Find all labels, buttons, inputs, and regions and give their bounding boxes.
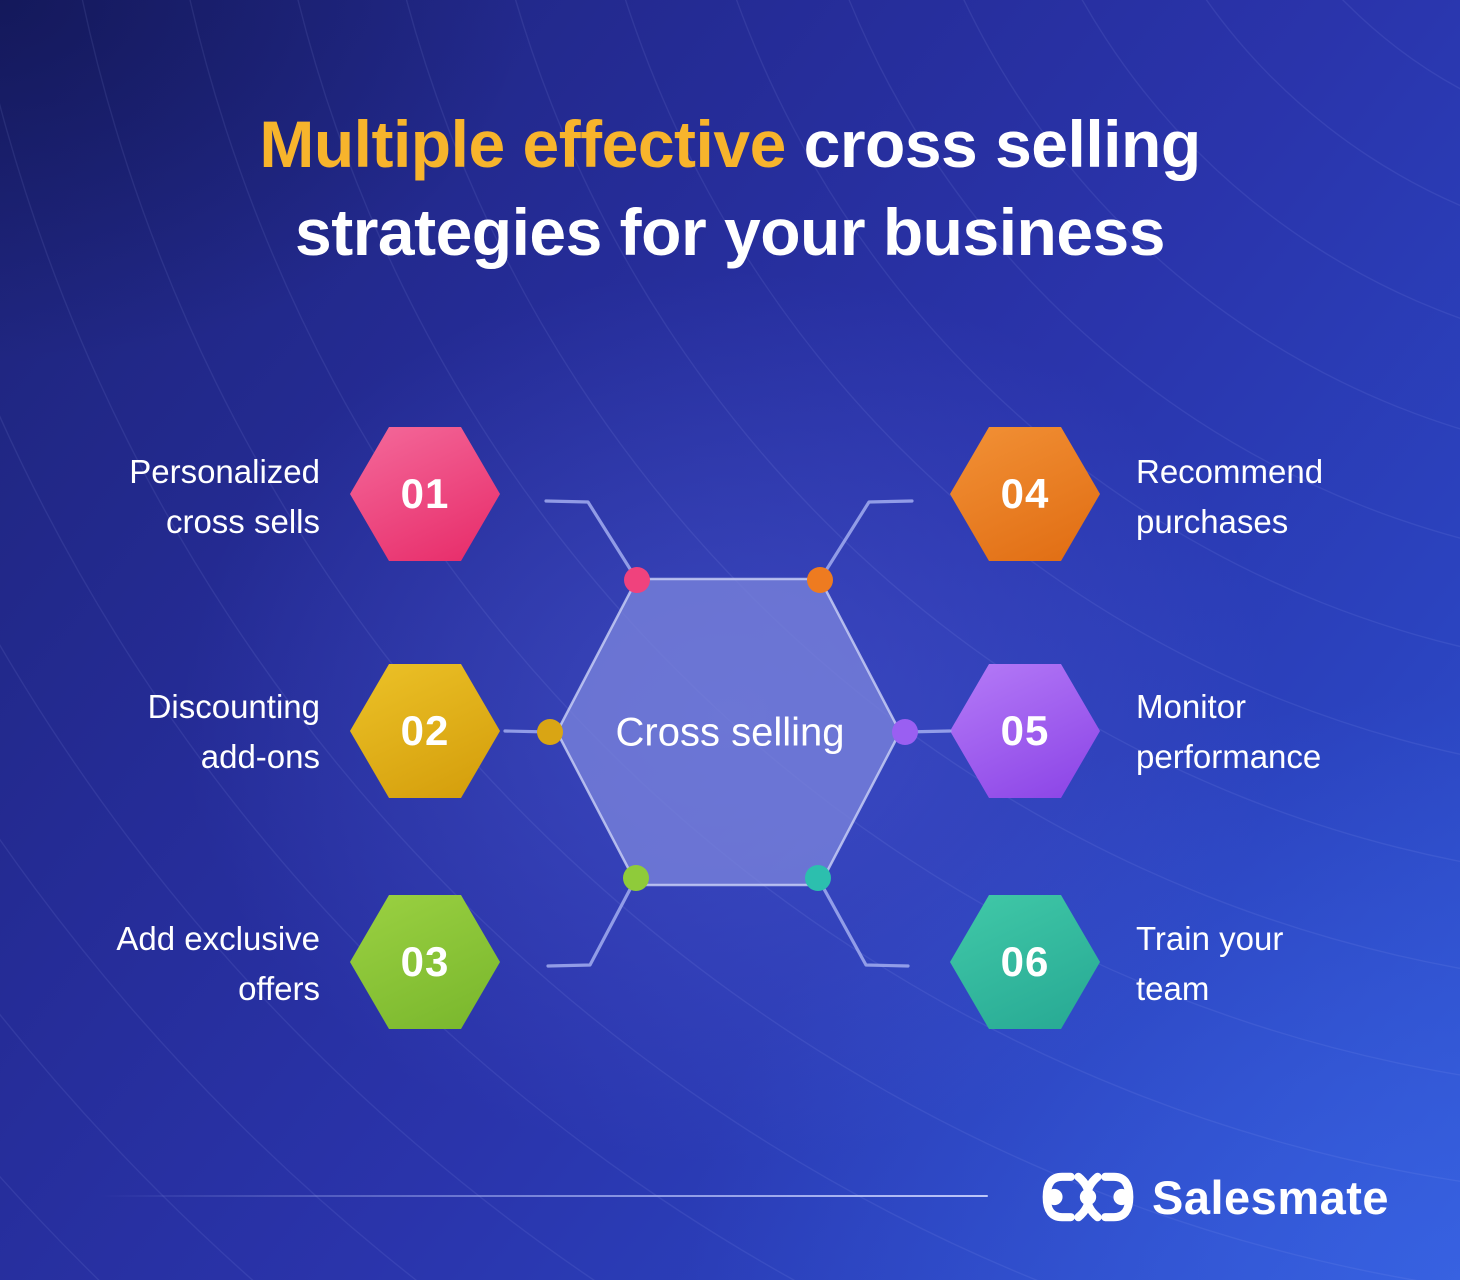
title-line-1: Multiple effective cross selling — [0, 100, 1460, 188]
vertex-dot-green — [623, 865, 649, 891]
hexagon-01-number: 01 — [400, 470, 450, 517]
strategy-label-04: Recommend purchases — [1136, 453, 1324, 540]
vertex-dot-yellow — [537, 719, 563, 745]
page-title: Multiple effective cross selling strateg… — [0, 100, 1460, 276]
salesmate-logo-text: Salesmate — [1152, 1170, 1390, 1224]
salesmate-chain-icon — [1042, 1172, 1134, 1222]
strategy-label-06: Train your team — [1136, 920, 1284, 1007]
strategy-label-01: Personalized cross sells — [129, 453, 320, 540]
hexagon-06-number: 06 — [1000, 938, 1050, 985]
hexagon-02-number: 02 — [400, 707, 450, 754]
connector-line-06 — [816, 876, 910, 968]
strategy-label-02: Discounting add-ons — [147, 688, 320, 775]
title-line1-rest: cross selling — [785, 107, 1202, 181]
title-highlight: Multiple effective — [259, 107, 786, 181]
strategy-label-05: Monitor performance — [1136, 688, 1322, 775]
salesmate-logo: Salesmate — [1040, 1168, 1389, 1226]
vertex-dot-purple — [892, 719, 918, 745]
title-line-2: strategies for your business — [295, 195, 1165, 269]
vertex-dot-teal — [805, 865, 831, 891]
connector-line-01 — [544, 499, 639, 582]
hexagon-03-number: 03 — [400, 938, 450, 985]
vertex-dot-pink — [624, 567, 650, 593]
center-diagram — [503, 499, 952, 968]
footer-divider — [100, 1195, 988, 1197]
strategy-label-03: Add exclusive offers — [116, 920, 320, 1007]
vertex-dot-orange — [807, 567, 833, 593]
hexagon-04-number: 04 — [1000, 470, 1050, 517]
connector-line-04 — [818, 499, 914, 582]
hexagon-05-number: 05 — [1000, 707, 1050, 754]
center-label: Cross selling — [615, 710, 845, 755]
connector-line-03 — [546, 876, 638, 968]
